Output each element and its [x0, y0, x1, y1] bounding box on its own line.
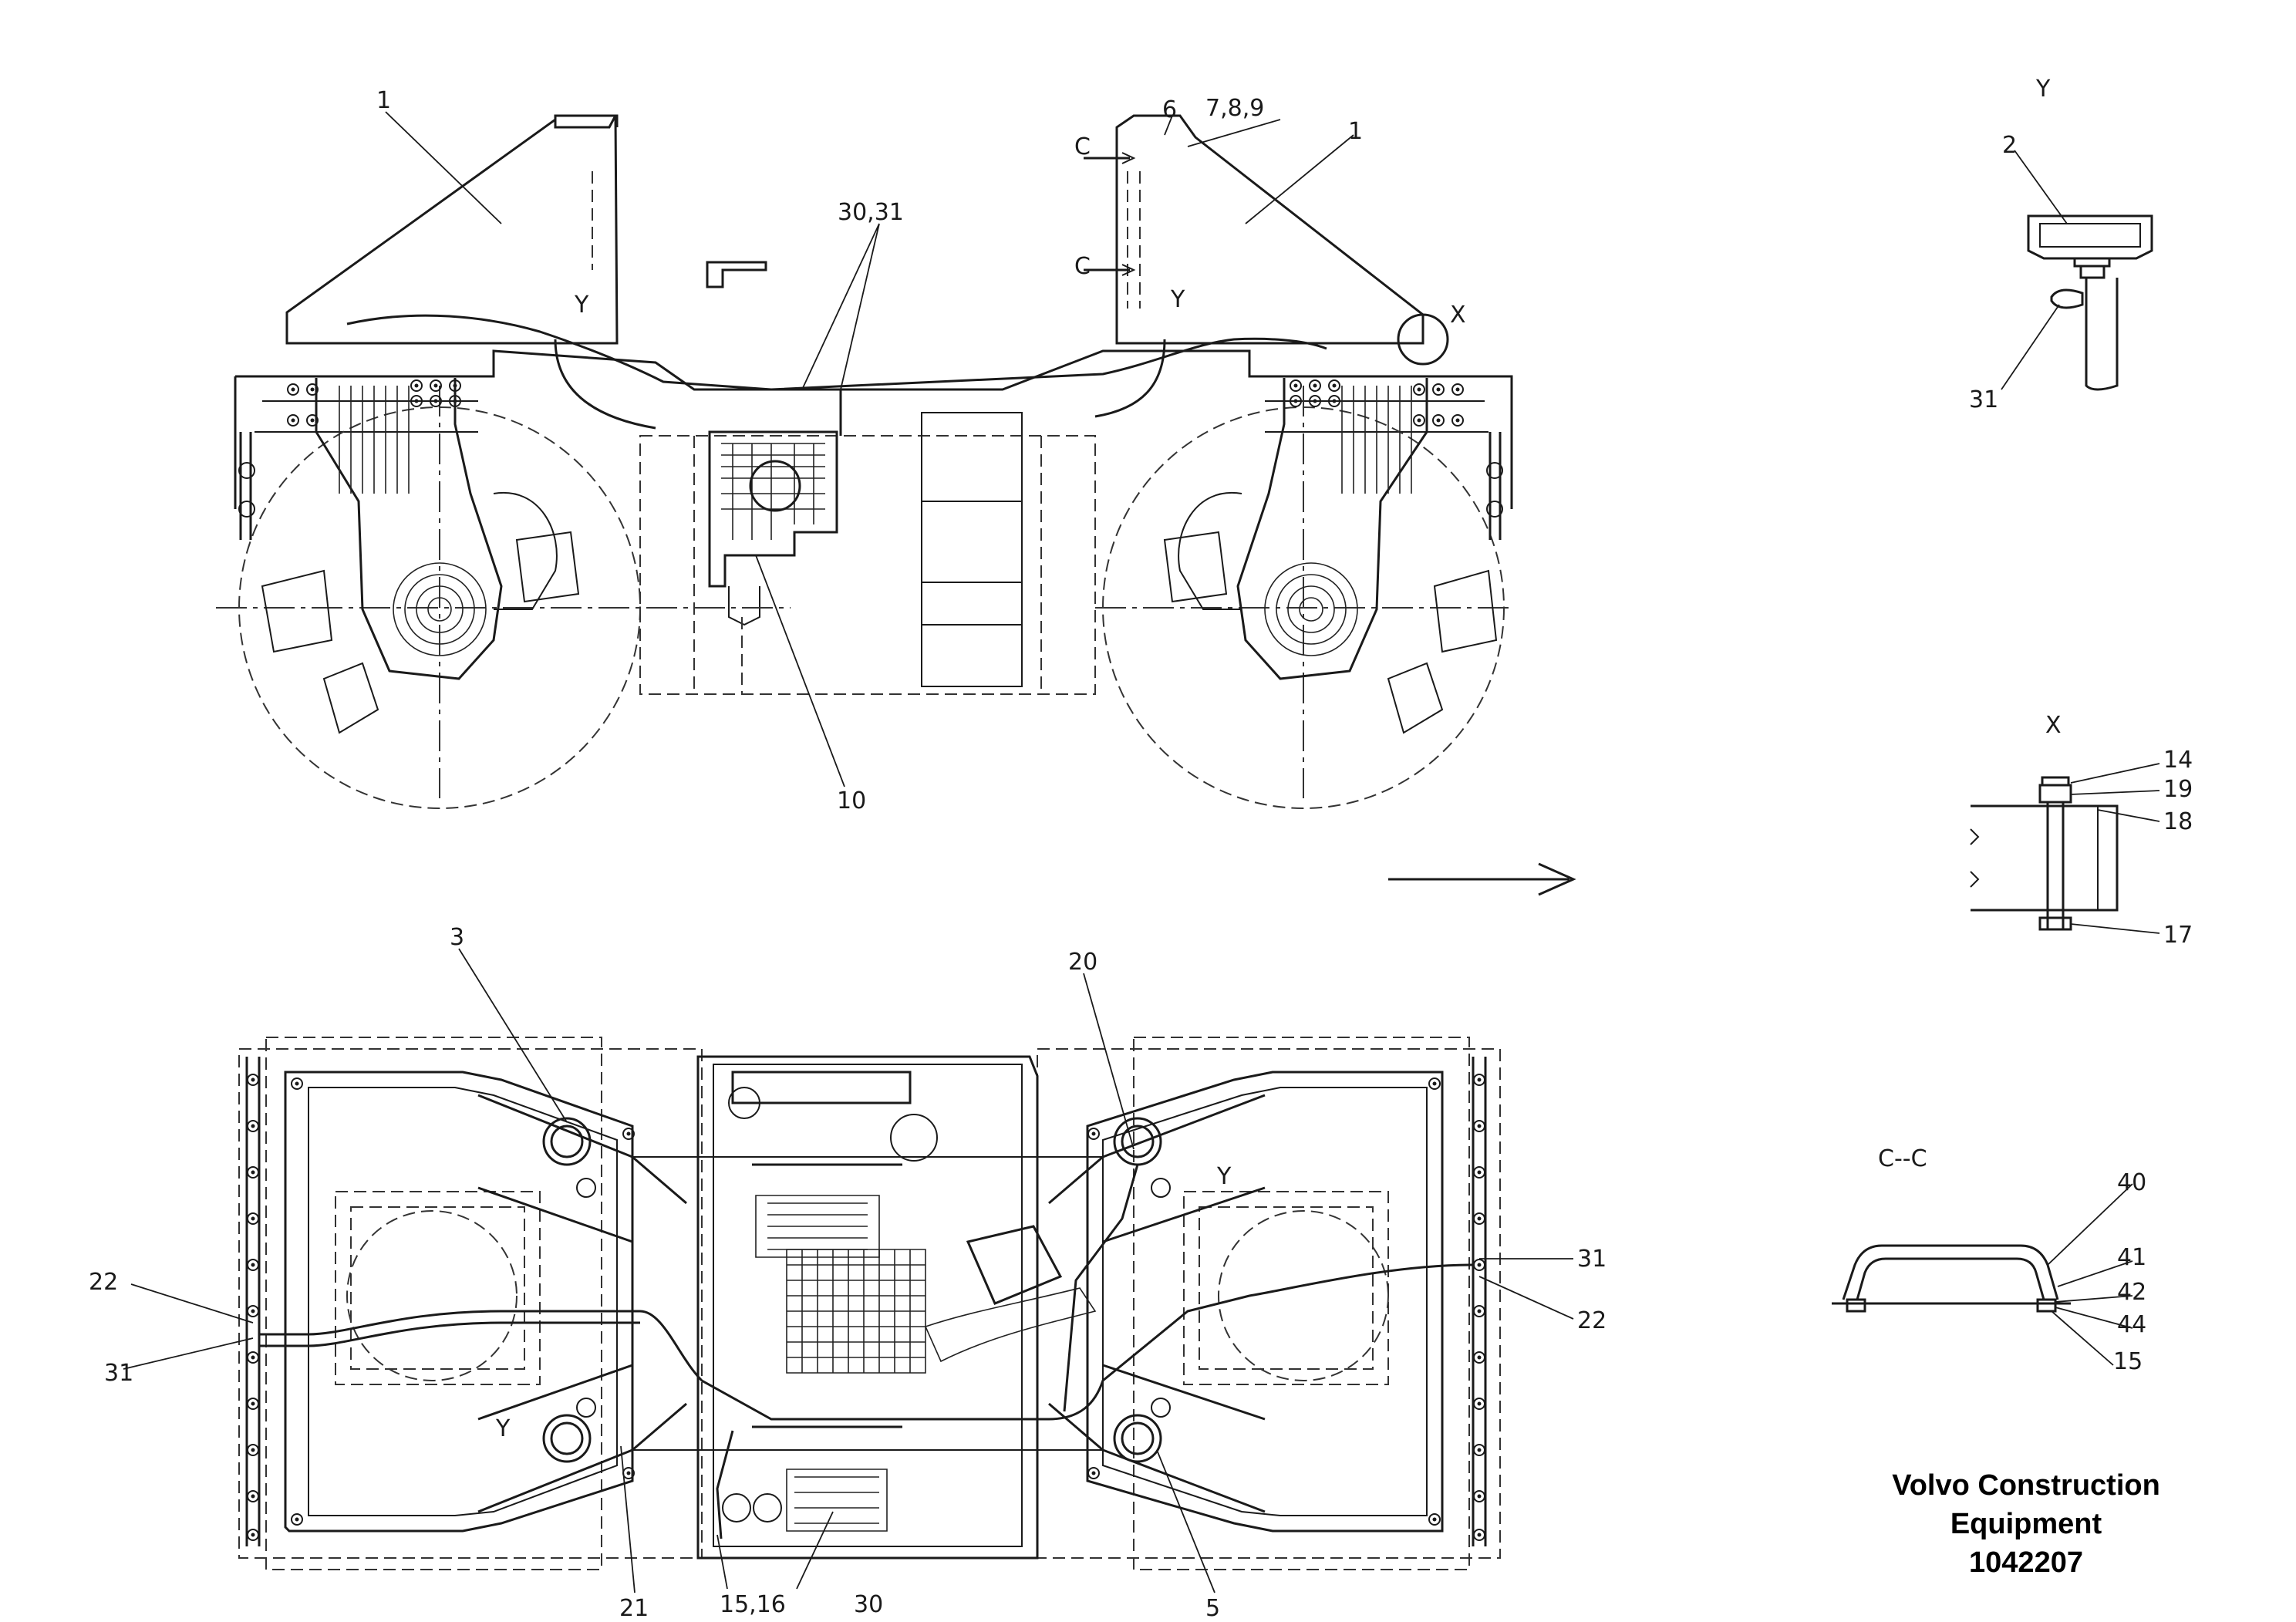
left-tank-outline: [285, 115, 619, 345]
caption-line-1: Volvo Construction: [1892, 1469, 2160, 1502]
top-label-22-right: 22: [1577, 1307, 1607, 1334]
left-drum: [216, 378, 791, 809]
side-bolts: [287, 379, 1464, 427]
detail-cc-title: C--C: [1878, 1145, 1927, 1172]
detail-cc-label-42: 42: [2117, 1279, 2146, 1306]
direction-arrow: [1388, 862, 1576, 896]
detail-x: X 14 19 18 17: [1970, 712, 2193, 949]
top-view-y-upper: Y: [1216, 1163, 1232, 1190]
detail-x-title: X: [2045, 712, 2062, 739]
detail-x-label-19: 19: [2163, 776, 2193, 803]
detail-cc-label-44: 44: [2117, 1311, 2146, 1338]
detail-y: Y 2 31: [1969, 76, 2153, 413]
top-label-22-left: 22: [89, 1269, 118, 1296]
view-y-marker-left: Y: [574, 292, 589, 319]
view-y-marker-right: Y: [1170, 286, 1185, 313]
right-drum: [1095, 378, 1512, 809]
left-frame-top: [284, 1071, 634, 1533]
filter-assembly: [708, 430, 838, 588]
detail-cc: C--C 40 41 42 44 15: [1832, 1145, 2146, 1375]
detail-cc-label-40: 40: [2117, 1169, 2146, 1196]
top-label-30: 30: [854, 1591, 883, 1618]
detail-cc-label-41: 41: [2117, 1244, 2146, 1271]
hose-main: [258, 1263, 1474, 1421]
top-label-20: 20: [1068, 949, 1097, 976]
bracket-symbol: [706, 261, 767, 288]
top-view: 3 20 22 31 31 22 21 15,16 30 5 Y Y: [89, 924, 1607, 1622]
label-1-left: 1: [376, 87, 391, 114]
label-30-31: 30,31: [838, 199, 904, 226]
label-10: 10: [837, 787, 866, 814]
view-x-marker: X: [1450, 302, 1466, 329]
caption-block: Volvo Construction Equipment 1042207: [1892, 1469, 2160, 1579]
top-label-5: 5: [1205, 1595, 1220, 1622]
label-7-8-9: 7,8,9: [1205, 95, 1264, 122]
label-6: 6: [1162, 96, 1177, 123]
detail-y-label-2: 2: [2002, 132, 2017, 159]
detail-x-label-17: 17: [2163, 922, 2193, 949]
detail-x-label-14: 14: [2163, 747, 2193, 774]
top-label-31-right: 31: [1577, 1246, 1607, 1273]
caption-line-2: Equipment: [1950, 1508, 2102, 1540]
left-tank-neck: [554, 114, 619, 127]
top-label-15-16: 15,16: [720, 1591, 786, 1618]
frame-side-bolts: [247, 1074, 1485, 1541]
main-frame-left: [235, 349, 842, 436]
caption-line-3: 1042207: [1969, 1546, 2083, 1579]
top-view-y-lower: Y: [495, 1415, 511, 1442]
right-tank-outline: [1115, 114, 1424, 345]
hose-top: [346, 314, 1327, 391]
top-label-3: 3: [450, 924, 464, 951]
x-circle-marker: [1397, 313, 1449, 366]
engine-block: [696, 1055, 1039, 1560]
section-c-bottom: C: [1074, 253, 1091, 280]
top-label-31-left: 31: [104, 1360, 133, 1387]
detail-x-label-18: 18: [2163, 808, 2193, 835]
detail-y-label-31: 31: [1969, 386, 1998, 413]
side-view: 1 1 6 7,8,9 30,31 10 C C Y Y X: [216, 87, 1513, 814]
top-label-21: 21: [619, 1595, 649, 1622]
detail-cc-label-15: 15: [2113, 1348, 2143, 1375]
right-frame-top: [1086, 1071, 1444, 1533]
section-c-top: C: [1074, 133, 1091, 160]
label-1-right: 1: [1348, 118, 1363, 145]
detail-y-title: Y: [2035, 76, 2051, 103]
